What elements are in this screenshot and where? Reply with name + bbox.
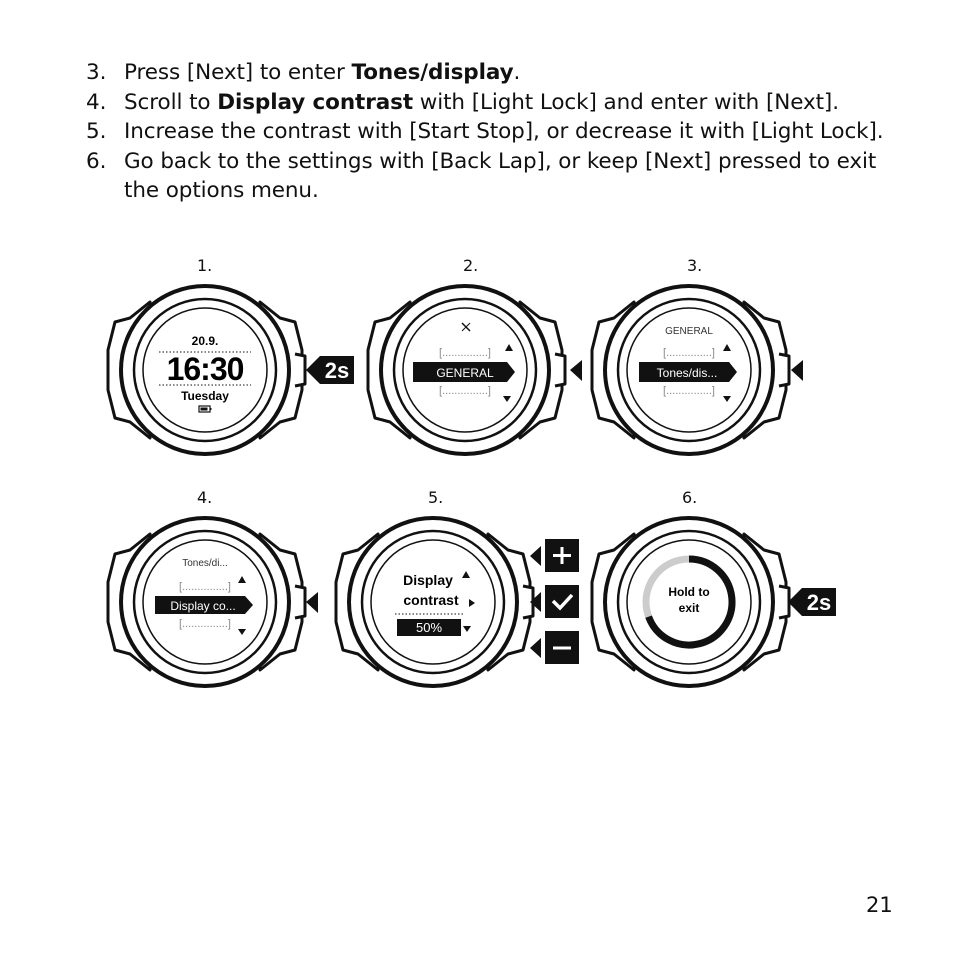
figure-label-1: 1. <box>197 256 213 275</box>
watch-day: Tuesday <box>181 389 229 403</box>
selected-item: GENERAL <box>436 366 494 380</box>
svg-text:Display: Display <box>403 572 453 588</box>
watch-time: 16:30 <box>167 351 244 387</box>
hold-2s-badge-6: 2s <box>788 588 836 616</box>
watch-date: 20.9. <box>192 334 219 348</box>
plus-icon <box>553 547 571 564</box>
figure-label-2: 2. <box>463 256 479 275</box>
next-arrow-3 <box>791 360 803 381</box>
watch-1: 20.9. 16:30 Tuesday <box>106 284 307 456</box>
hold-progress-ring <box>645 555 736 649</box>
watch-5: Display contrast 50% <box>334 516 535 688</box>
svg-text:[...............]: [...............] <box>179 618 231 630</box>
svg-text:[...............]: [...............] <box>439 385 491 397</box>
check-icon <box>551 593 574 611</box>
page-number: 21 <box>866 893 893 917</box>
svg-text:[...............]: [...............] <box>179 581 231 593</box>
svg-text:exit: exit <box>679 601 700 615</box>
figure-label-3: 3. <box>687 256 703 275</box>
wrench-icon <box>461 322 471 332</box>
svg-text:[...............]: [...............] <box>663 347 715 359</box>
svg-text:2s: 2s <box>325 358 349 383</box>
svg-text:2s: 2s <box>807 590 831 615</box>
next-arrow-4 <box>306 592 318 613</box>
figure-label-5: 5. <box>428 488 444 507</box>
watch-3: GENERAL [...............] Tones/dis... [… <box>590 284 791 456</box>
step-6: 6.Go back to the settings with [Back Lap… <box>86 148 877 204</box>
svg-text:Tones/di...: Tones/di... <box>182 558 228 569</box>
svg-text:[...............]: [...............] <box>663 385 715 397</box>
watch-4: Tones/di... [...............] Display co… <box>106 516 307 688</box>
check-button-hint <box>530 585 579 618</box>
step-3: 3.Press [Next] to enter Tones/display. <box>86 60 521 85</box>
battery-icon <box>198 405 212 413</box>
svg-text:[...............]: [...............] <box>439 347 491 359</box>
figure-label-4: 4. <box>197 488 213 507</box>
hold-2s-badge-1: 2s <box>306 356 354 384</box>
step-4: 4.Scroll to Display contrast with [Light… <box>86 89 839 115</box>
step-5: 5.Increase the contrast with [Start Stop… <box>86 119 884 144</box>
next-arrow-2 <box>570 360 582 381</box>
figure-label-6: 6. <box>682 488 698 507</box>
svg-text:Hold to: Hold to <box>668 585 709 599</box>
instruction-steps: 3.Press [Next] to enter Tones/display. 4… <box>86 58 886 206</box>
watch-6: Hold to exit <box>590 516 791 688</box>
minus-button-hint <box>530 631 579 664</box>
selected-item: Display co... <box>170 599 235 613</box>
contrast-value: 50% <box>416 620 442 635</box>
svg-text:GENERAL: GENERAL <box>665 326 713 337</box>
watch-2: [...............] GENERAL [.............… <box>366 284 567 456</box>
selected-item: Tones/dis... <box>657 366 718 380</box>
plus-button-hint <box>530 539 579 572</box>
svg-text:contrast: contrast <box>403 592 459 608</box>
